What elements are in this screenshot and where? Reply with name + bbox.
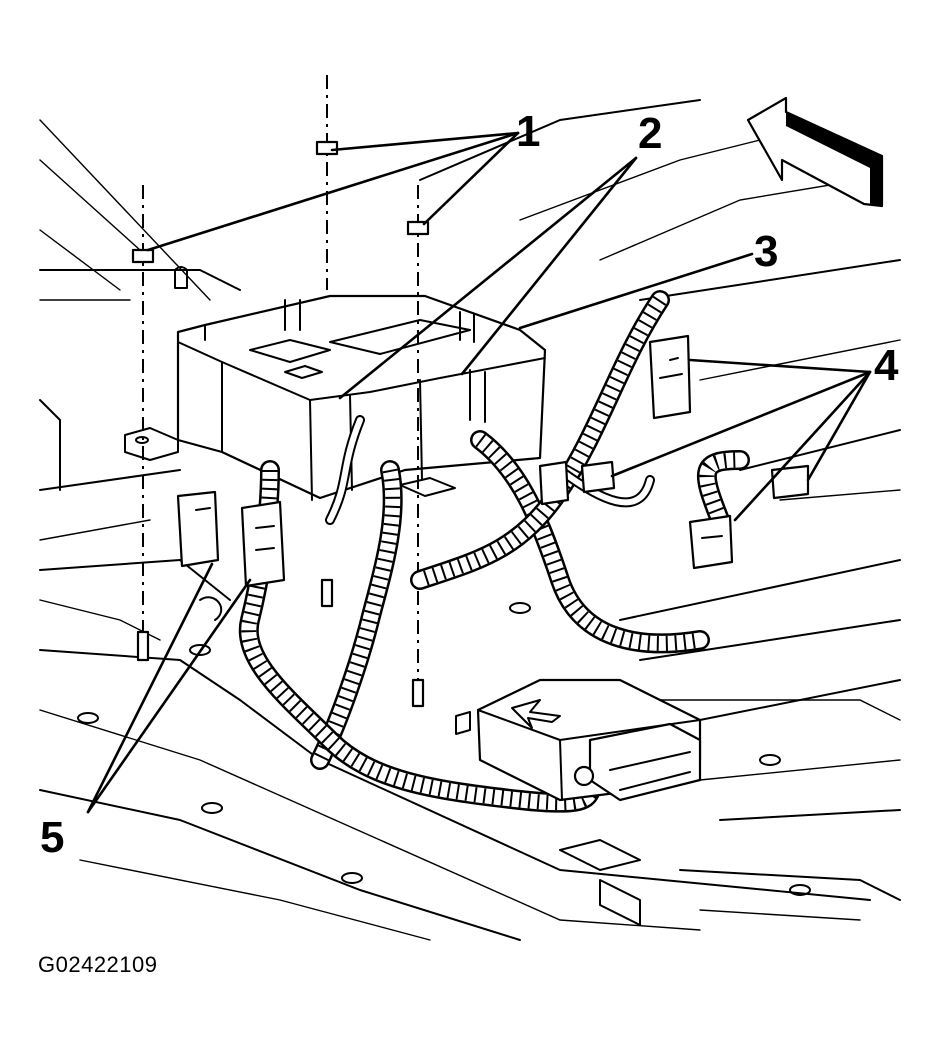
- leader-lines: [86, 131, 872, 814]
- callout-5: 5: [40, 813, 64, 862]
- forward-arrow-icon: [746, 96, 884, 208]
- vehicle-floor-panels: [39, 99, 901, 941]
- figure-id: G02422109: [38, 952, 158, 977]
- harness-connectors: [176, 334, 810, 621]
- fuse-block: [124, 294, 547, 501]
- callout-1: 1: [516, 107, 540, 156]
- callout-2: 2: [638, 109, 662, 158]
- callout-4: 4: [874, 341, 899, 390]
- callout-labels: 1 2 3 4 5: [40, 107, 899, 862]
- callout-3: 3: [754, 227, 778, 276]
- nuts-and-studs: [131, 75, 430, 708]
- sensing-module: [455, 678, 702, 802]
